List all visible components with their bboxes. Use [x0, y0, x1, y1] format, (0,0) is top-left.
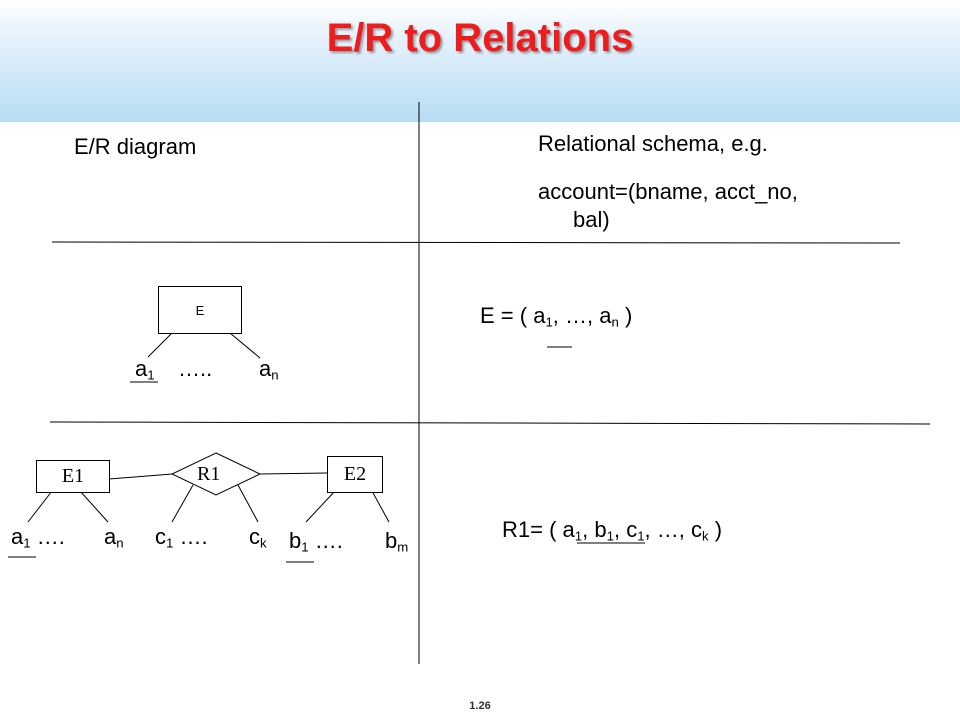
e2-attr-line-first [305, 490, 336, 523]
horizontal-divider-bottom [49, 421, 931, 425]
r1-e2-connector [259, 472, 328, 475]
entity-e-label: E [195, 302, 205, 318]
entity-e1-label: E1 [61, 465, 85, 487]
entity-e-attr-last: an [259, 356, 279, 383]
entity-e2-label: E2 [343, 463, 367, 485]
page-number: 1.26 [469, 700, 491, 712]
e2-attr-first: b1 …. [289, 528, 343, 555]
er-diagram-heading: E/R diagram [74, 134, 197, 159]
e1-attr-line-first [27, 490, 53, 523]
slide-title: E/R to Relations [326, 16, 634, 60]
e1-attr-last: an [104, 524, 124, 551]
e1-attr-line-last [79, 490, 109, 523]
entity-e1-box: E1 [36, 460, 110, 493]
r1-attr-last: ck [249, 524, 267, 551]
entity-e-attr-dots: ….. [178, 356, 213, 381]
e1-attr-first: a1 …. [11, 524, 65, 551]
example-schema-line1: account=(bname, acct_no, [538, 179, 798, 204]
schema-r1: R1= ( a1, b1, c1, …, ck ) [502, 517, 723, 544]
r1-attr-line-first [171, 484, 194, 523]
schema-e: E = ( a1, …, an ) [480, 303, 633, 330]
entity-e-attr-line-first [147, 332, 173, 358]
e1-r1-connector [108, 473, 173, 480]
relationship-r1-diamond [170, 452, 262, 496]
r1-attr-line-last [237, 484, 259, 523]
horizontal-divider-top [51, 241, 901, 244]
title-banner [0, 0, 960, 122]
entity-e-attr-line-last [229, 332, 261, 359]
relationship-r1-label: R1 [197, 463, 221, 485]
relational-schema-heading: Relational schema, e.g. [538, 131, 768, 156]
e2-attr-last: bm [385, 528, 409, 555]
entity-e2-box: E2 [327, 456, 383, 493]
r1-attr-first: c1 …. [155, 524, 208, 551]
e2-attr-line-last [371, 490, 390, 523]
entity-e-box: E [158, 286, 242, 334]
example-schema-line2: bal) [573, 207, 610, 232]
entity-e-attr-first: a1 [135, 356, 155, 383]
